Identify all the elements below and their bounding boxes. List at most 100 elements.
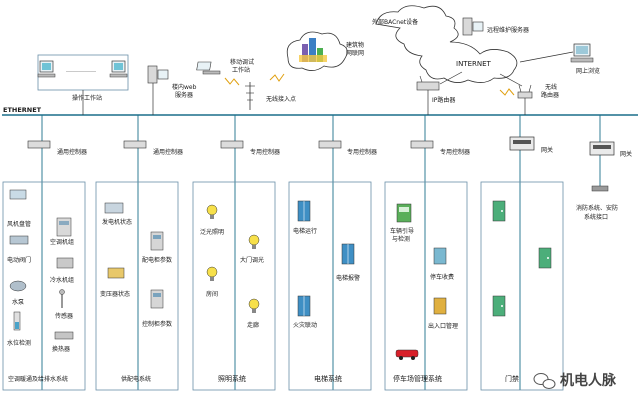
door-title: 门禁 xyxy=(505,374,519,383)
ahu-icon xyxy=(56,217,72,237)
wechat-icon xyxy=(533,373,556,389)
bulb-icon xyxy=(206,204,218,219)
web-server-label-2: 服务器 xyxy=(175,91,193,99)
mobile-label-1: 移动调试 xyxy=(230,58,254,66)
workstation-dots: …………… xyxy=(66,67,96,74)
door-icon xyxy=(492,295,506,317)
heat-exchanger-icon xyxy=(54,331,74,340)
hvac-item: 冷水机组 xyxy=(50,276,74,284)
internet-label: INTERNET xyxy=(456,60,492,68)
gateway-label: 网关 xyxy=(541,146,553,154)
power-item: 变压器状态 xyxy=(100,290,130,298)
door-icon xyxy=(492,200,506,222)
control-cabinet-icon xyxy=(150,289,164,309)
chiller-icon xyxy=(56,257,74,269)
workstation-pc-icon xyxy=(37,60,56,78)
browse-pc-icon xyxy=(570,43,594,63)
car-icon xyxy=(395,349,419,360)
hvac-subsystem-box xyxy=(2,181,86,391)
pump-icon xyxy=(9,280,27,292)
iot-label-1: 建筑物 xyxy=(346,41,364,49)
elevator-icon xyxy=(341,243,355,265)
gateway-icon xyxy=(509,136,535,151)
workstation-label: 操作工作站 xyxy=(72,94,102,102)
wireless-router-icon xyxy=(517,84,533,99)
wireless-router-label-1: 无线 xyxy=(545,83,557,91)
hvac-item: 传感器 xyxy=(55,312,73,320)
remote-server-label: 远程维护服务器 xyxy=(487,26,529,34)
wireless-router-label-2: 路由器 xyxy=(541,91,559,99)
ethernet-label: ETHERNET xyxy=(3,106,42,114)
parking-item: 停车收费 xyxy=(430,273,454,281)
parking-item: 与检测 xyxy=(392,235,410,243)
wireless-ap-label: 无线接入点 xyxy=(266,95,296,103)
hvac-item: 风机盘管 xyxy=(7,220,31,228)
remote-server-icon xyxy=(462,17,484,36)
elevator-title: 电梯系统 xyxy=(314,374,342,383)
gateway-icon xyxy=(589,141,615,156)
lighting-subsystem-box xyxy=(192,181,276,391)
hvac-item: 空调机组 xyxy=(50,238,74,246)
special-controller-icon xyxy=(220,140,244,149)
lighting-item: 房间 xyxy=(206,290,218,298)
lighting-item: 走廊 xyxy=(247,321,259,329)
ip-router-label: IP路由器 xyxy=(432,96,455,104)
bulb-icon xyxy=(248,234,260,249)
power-item: 配电柜参数 xyxy=(142,256,172,264)
power-item: 控制柜参数 xyxy=(142,320,172,328)
controller-label: 通用控制器 xyxy=(153,148,183,156)
hvac-item: 水位检测 xyxy=(7,339,31,347)
browse-label: 网上浏览 xyxy=(576,67,600,75)
fire-label-2: 系统接口 xyxy=(584,213,608,221)
parking-title: 停车场管理系统 xyxy=(393,374,442,383)
elevator-subsystem-box xyxy=(288,181,372,391)
elevator-icon xyxy=(297,200,311,222)
hvac-item: 水泵 xyxy=(12,298,24,306)
mobile-label-2: 工作站 xyxy=(232,66,250,74)
hvac-title: 空调暖通及给排水系统 xyxy=(8,375,68,383)
bulb-icon xyxy=(206,266,218,281)
general-controller-icon xyxy=(123,140,147,149)
special-controller-icon xyxy=(318,140,342,149)
buildings-icon xyxy=(299,38,327,62)
bulb-icon xyxy=(248,298,260,313)
fan-coil-icon xyxy=(9,189,27,200)
fire-interface-icon xyxy=(591,185,609,192)
laptop-icon xyxy=(196,61,221,75)
level-meter-icon xyxy=(13,311,21,331)
controller-label: 通用控制器 xyxy=(57,148,87,156)
web-server-icon xyxy=(147,65,169,84)
transformer-icon xyxy=(107,267,125,279)
internet-cloud-icon xyxy=(375,5,518,83)
controller-label: 专用控制器 xyxy=(440,148,470,156)
iot-label-2: 网联网 xyxy=(346,49,364,57)
lighting-item: 泛光照明 xyxy=(200,228,224,236)
web-server-label-1: 楼内web xyxy=(172,83,197,91)
elevator-item: 电梯运行 xyxy=(293,227,317,235)
parking-guide-icon xyxy=(396,203,412,223)
lighting-item: 大门调光 xyxy=(240,256,264,264)
parking-subsystem-box xyxy=(384,181,468,391)
hvac-item: 换热器 xyxy=(52,345,70,353)
generator-icon xyxy=(104,202,124,214)
general-controller-icon xyxy=(27,140,51,149)
switchgear-icon xyxy=(150,231,164,251)
elevator-icon xyxy=(297,295,311,317)
sensor-icon xyxy=(59,289,65,308)
wireless-bolt-icon xyxy=(224,77,240,86)
gateway-label: 网关 xyxy=(620,150,632,158)
parking-item: 车辆引导 xyxy=(390,227,414,235)
power-item: 发电机状态 xyxy=(102,218,132,226)
valve-icon xyxy=(9,235,29,245)
wireless-bolt-icon xyxy=(269,73,285,82)
special-controller-icon xyxy=(410,140,434,149)
antenna-icon xyxy=(245,82,255,110)
parking-item: 出入口管理 xyxy=(428,322,458,330)
elevator-item: 电梯报警 xyxy=(336,274,360,282)
door-icon xyxy=(538,247,552,269)
gate-icon xyxy=(433,297,447,315)
power-subsystem-box xyxy=(95,181,179,391)
controller-label: 专用控制器 xyxy=(250,148,280,156)
